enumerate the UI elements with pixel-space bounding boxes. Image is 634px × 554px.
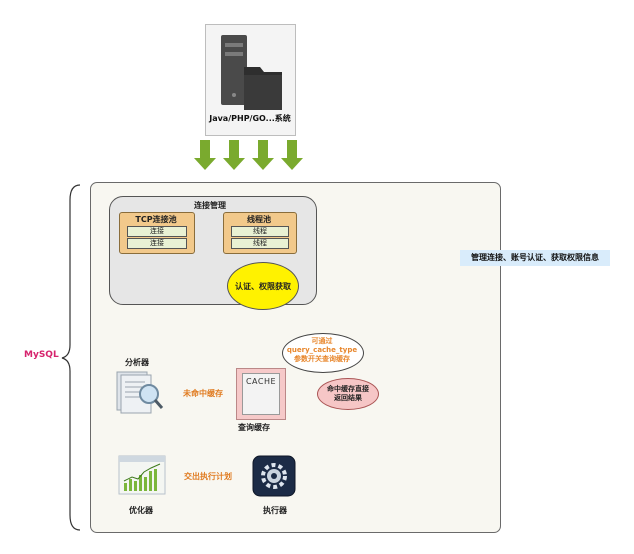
connection-management-title: 连接管理 (194, 201, 226, 210)
optimizer-chart-icon (118, 455, 166, 495)
green-arrow (223, 140, 245, 170)
green-arrows (194, 140, 303, 170)
cache-icon: CACHE (242, 373, 280, 415)
query-cache-type-bubble (282, 333, 364, 373)
server-folder-icon (221, 35, 282, 110)
executor-gear-icon (252, 455, 296, 497)
mysql-brace (61, 184, 81, 531)
bubble-text: 可通过 query_cache_type 参数开关查询缓存 (282, 337, 362, 364)
bubble-line: 可通过 (311, 337, 333, 345)
thread-pool-title: 线程池 (247, 215, 271, 224)
mysql-label: MySQL (24, 350, 59, 360)
green-arrow (281, 140, 303, 170)
client-system-label: Java/PHP/GO...系统 (209, 114, 291, 123)
auth-permission-node: 认证、权限获取 (227, 262, 299, 310)
green-arrow (194, 140, 216, 170)
thread-slot: 线程 (231, 226, 289, 237)
thread-slot: 线程 (231, 238, 289, 249)
hit-result-line: 返回结果 (334, 394, 362, 402)
tcp-pool-title: TCP连接池 (135, 215, 177, 224)
query-cache-label: 查询缓存 (238, 423, 270, 432)
execution-plan-label: 交出执行计划 (183, 471, 233, 482)
bubble-line: query_cache_type (286, 346, 358, 354)
cache-hit-result-node: 命中缓存直接 返回结果 (317, 378, 379, 410)
executor-label: 执行器 (263, 506, 287, 515)
cache-miss-label: 未命中缓存 (182, 388, 224, 399)
green-arrow (252, 140, 274, 170)
analyzer-icon (116, 371, 164, 414)
analyzer-label: 分析器 (125, 358, 149, 367)
tcp-connection-slot: 连接 (127, 238, 187, 249)
bubble-line: 参数开关查询缓存 (294, 355, 350, 363)
client-system-box (205, 24, 296, 136)
tcp-connection-slot: 连接 (127, 226, 187, 237)
hit-result-line: 命中缓存直接 (327, 385, 369, 393)
connection-side-note: 管理连接、账号认证、获取权限信息 (460, 250, 610, 266)
optimizer-label: 优化器 (129, 506, 153, 515)
